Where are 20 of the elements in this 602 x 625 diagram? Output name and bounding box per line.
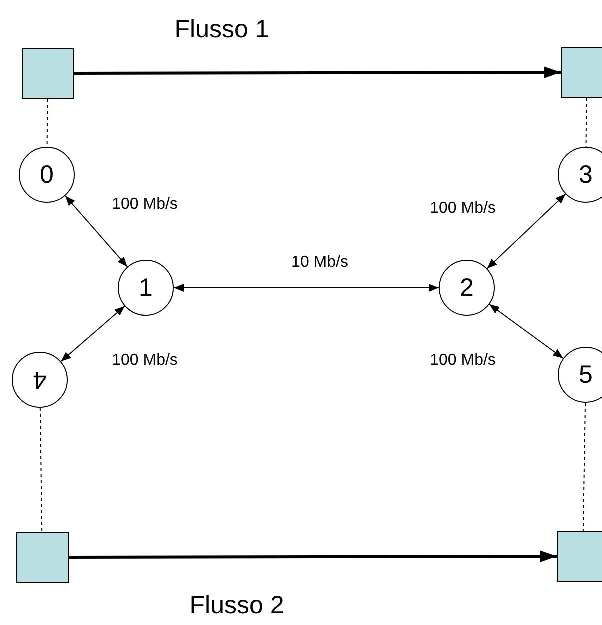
host-square [16, 532, 69, 583]
arrow [60, 306, 126, 362]
arrow [74, 66, 561, 79]
dashed-line [586, 98, 588, 148]
arrow [69, 550, 557, 563]
host-square [557, 531, 602, 582]
arrow [174, 284, 440, 292]
node-circle: 2 [439, 260, 495, 316]
node-circle: 0 [19, 147, 75, 203]
arrow [64, 196, 128, 268]
arrow [489, 304, 564, 359]
node-circle: 5 [558, 347, 602, 403]
dashed-line [40, 408, 43, 532]
host-square [22, 48, 74, 99]
arrow [486, 194, 566, 270]
node-circle: 4 [12, 352, 68, 408]
dashed-line [582, 402, 586, 532]
host-square [561, 47, 602, 98]
node-circle: 1 [118, 260, 174, 316]
node-circle: 3 [558, 147, 602, 203]
